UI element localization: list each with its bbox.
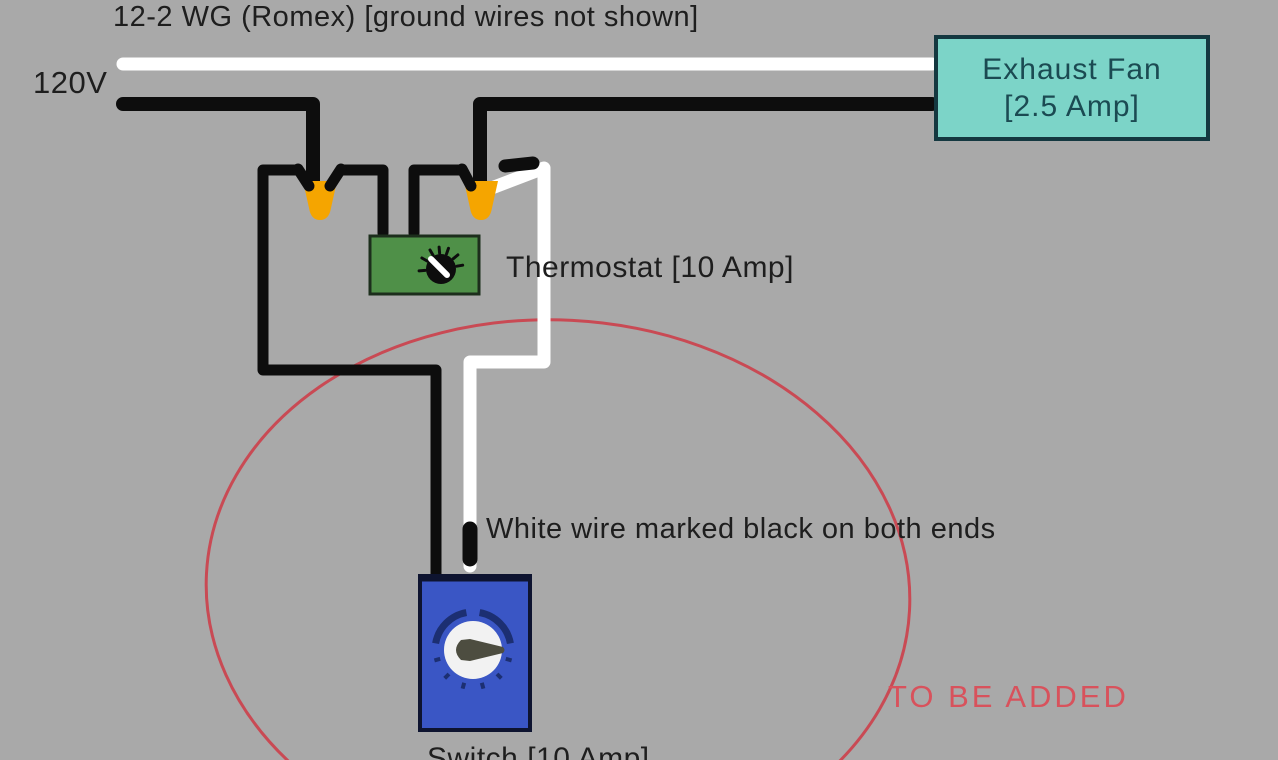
exhaust-fan-label-line1: Exhaust Fan [982, 53, 1162, 86]
switch-label: Switch [10 Amp] [427, 742, 650, 760]
switch-dial-ring [432, 609, 514, 645]
thermostat-left-lead [335, 164, 389, 239]
thermostat-dial-ticks [417, 245, 465, 273]
cable-note-label: 12-2 WG (Romex) [ground wires not shown] [113, 1, 699, 33]
hot-wire-right [473, 97, 939, 189]
to-be-added-label: TO BE ADDED [888, 679, 1129, 714]
junction-2-funnel [456, 163, 477, 192]
thermostat-dial-icon [417, 245, 465, 284]
thermostat-label: Thermostat [10 Amp] [506, 251, 794, 284]
supply-voltage-label: 120V [33, 65, 108, 100]
exhaust-fan-label: Exhaust Fan [2.5 Amp] [934, 35, 1210, 141]
thermostat-dial-lever [428, 256, 450, 278]
switch-dial-ticks [433, 656, 513, 690]
hot-wire-left [116, 97, 320, 189]
exhaust-fan-box [934, 35, 1210, 141]
exhaust-fan-label-line2: [2.5 Amp] [1004, 90, 1140, 123]
to-be-added-circle [204, 318, 912, 760]
switch-dial-pointer [456, 639, 505, 661]
white-wire-note-label: White wire marked black on both ends [486, 513, 996, 545]
white-switch-loop-wire [463, 161, 551, 573]
switch-feed-black-wire [257, 164, 442, 580]
black-mark-top [498, 156, 540, 173]
junction-1-funnel [292, 163, 347, 192]
thermostat-right-lead [408, 164, 468, 239]
switch-dial-icon [432, 609, 514, 690]
